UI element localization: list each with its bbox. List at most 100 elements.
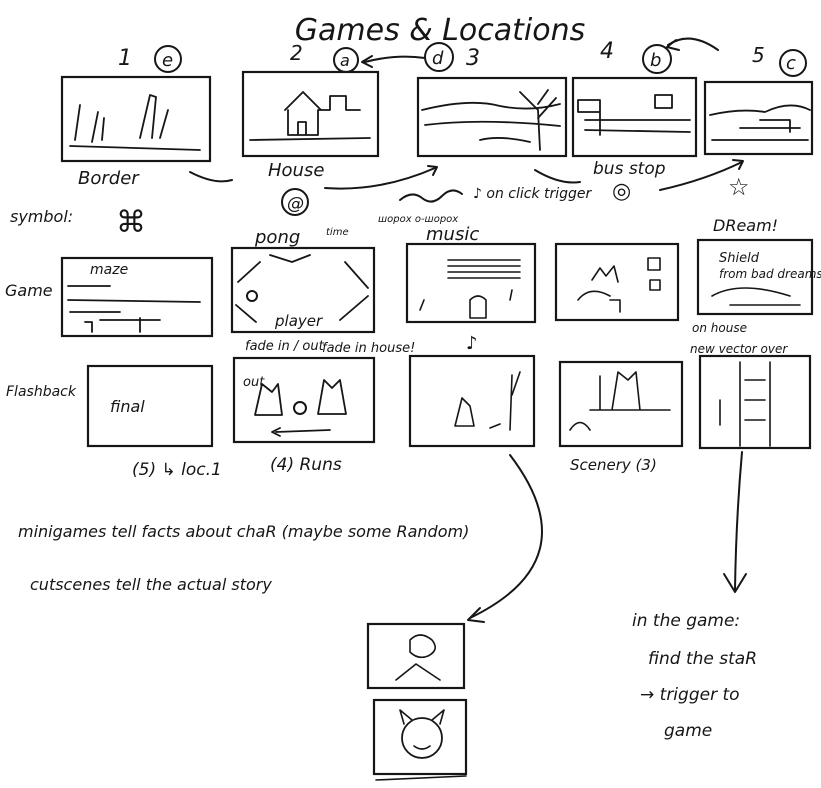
game-4-sketch [577,257,661,313]
flashback-label: out [243,375,265,390]
game-note-line: → trigger to [640,685,740,705]
game-frames [60,238,814,338]
game-label: from bad dreams [719,267,821,281]
flashback-frame-new-vector [698,354,812,450]
circle-mark [642,44,672,74]
location-frame-5 [703,80,814,156]
circle-mark [154,45,182,73]
cutscene-frame-2 [372,698,468,776]
flashback-frame-3 [408,354,536,448]
arrow-to-cutscenes [469,454,543,619]
arrow-head [467,607,485,623]
flashback-frames [86,354,812,450]
on-click-trigger-note: ♪ on click trigger [473,186,593,202]
new-vector-sketch [719,361,771,447]
connector-stroke [189,171,233,183]
fade-note: fade in house! [322,341,415,356]
location-number: 2 [290,41,303,65]
symbol-bus-stop: ◎ [612,179,631,204]
symbol-border: ⌘ [116,205,146,240]
house-sketch [249,91,371,141]
location-frame-house [241,70,380,158]
game-frame-music [405,242,537,324]
arrow-d-to-a [364,55,426,63]
squiggle-stroke [399,189,463,203]
location-letter: a [340,51,350,70]
arrow-to-game-note [734,451,743,591]
flashback-3-sketch [454,371,521,431]
maze-sketch [67,285,201,333]
connector-stroke [534,169,581,184]
cutscene-2-sketch [375,709,467,781]
circle-mark [281,188,309,216]
game-frame-4 [554,242,680,322]
game-header: music [426,224,479,245]
location-name: bus stop [593,159,666,179]
game-label: Shield [719,251,760,266]
location-3-sketch [421,89,561,151]
border-sketch [69,94,201,151]
game-frame-pong [230,246,376,334]
bus-stop-sketch [577,94,691,136]
location-number: 3 [466,46,480,71]
location-letter: d [432,48,444,69]
flashback-header: on house [692,321,747,335]
cutscene-2-face [401,717,443,759]
music-sketch [419,259,521,319]
arrow-head [666,39,680,51]
arrow-head [427,165,438,176]
game-header: pong [254,227,300,248]
location-letter: e [162,50,173,71]
flashback-label: new vector over [690,342,788,356]
flashback-caption: (5) ↳ loc.1 [132,460,222,480]
connector-arrow [659,161,743,191]
game-label: player [274,312,323,330]
location-letter: c [786,53,796,74]
cutscene-1-sketch [395,634,441,681]
flashback-header: fade in / out [245,339,325,354]
row-label-flashback: Flashback [6,384,77,400]
location-name: Border [78,168,140,189]
dream-note: DReam! [713,216,778,235]
scenery-sketch [569,371,671,431]
game-note-line: find the staR [648,649,757,669]
arrow-head [723,573,747,593]
flashback-frame-runs [232,356,376,444]
circle-mark [779,49,807,77]
runs-sketch [254,379,347,437]
pong-sketch [235,254,369,323]
arrow-head [361,55,373,68]
location-number: 5 [752,43,765,67]
symbol-star: ☆ [728,173,750,201]
dream-sketch [711,287,801,306]
flashback-caption: (4) Runs [270,455,342,475]
flashback-frame-final [86,364,214,448]
game-note-line: in the game: [632,611,740,631]
location-number: 1 [118,46,132,71]
headphone-note: шорох о-шорох [378,214,458,225]
note-minigames: minigames tell facts about chaR (maybe s… [18,522,469,541]
location-frames [60,70,814,163]
flashback-frame-scenery [558,360,684,448]
location-frame-bus-stop [571,76,698,158]
game-header-note: time [326,227,349,238]
location-5-sketch [709,104,811,141]
location-letter: b [650,50,661,71]
symbol-house: @ [287,194,304,214]
row-label-symbol: symbol: [10,207,73,226]
arrow-head [732,159,744,170]
game-frame-maze [60,256,214,338]
location-headers: 1 e 2 a d 3 4 b 5 c [118,37,807,77]
pong-ball [246,290,258,302]
flashback-caption: Scenery (3) [570,456,657,474]
connector-arrow [324,167,436,190]
cutscene-frames [366,622,468,781]
flashback-header: ♪ [466,333,478,354]
game-label: maze [90,262,128,278]
game-note-line: game [664,721,712,741]
flashback-label: final [110,397,145,416]
row-label-game: Game [5,281,53,300]
location-number: 4 [600,39,614,64]
location-name: House [268,160,324,181]
